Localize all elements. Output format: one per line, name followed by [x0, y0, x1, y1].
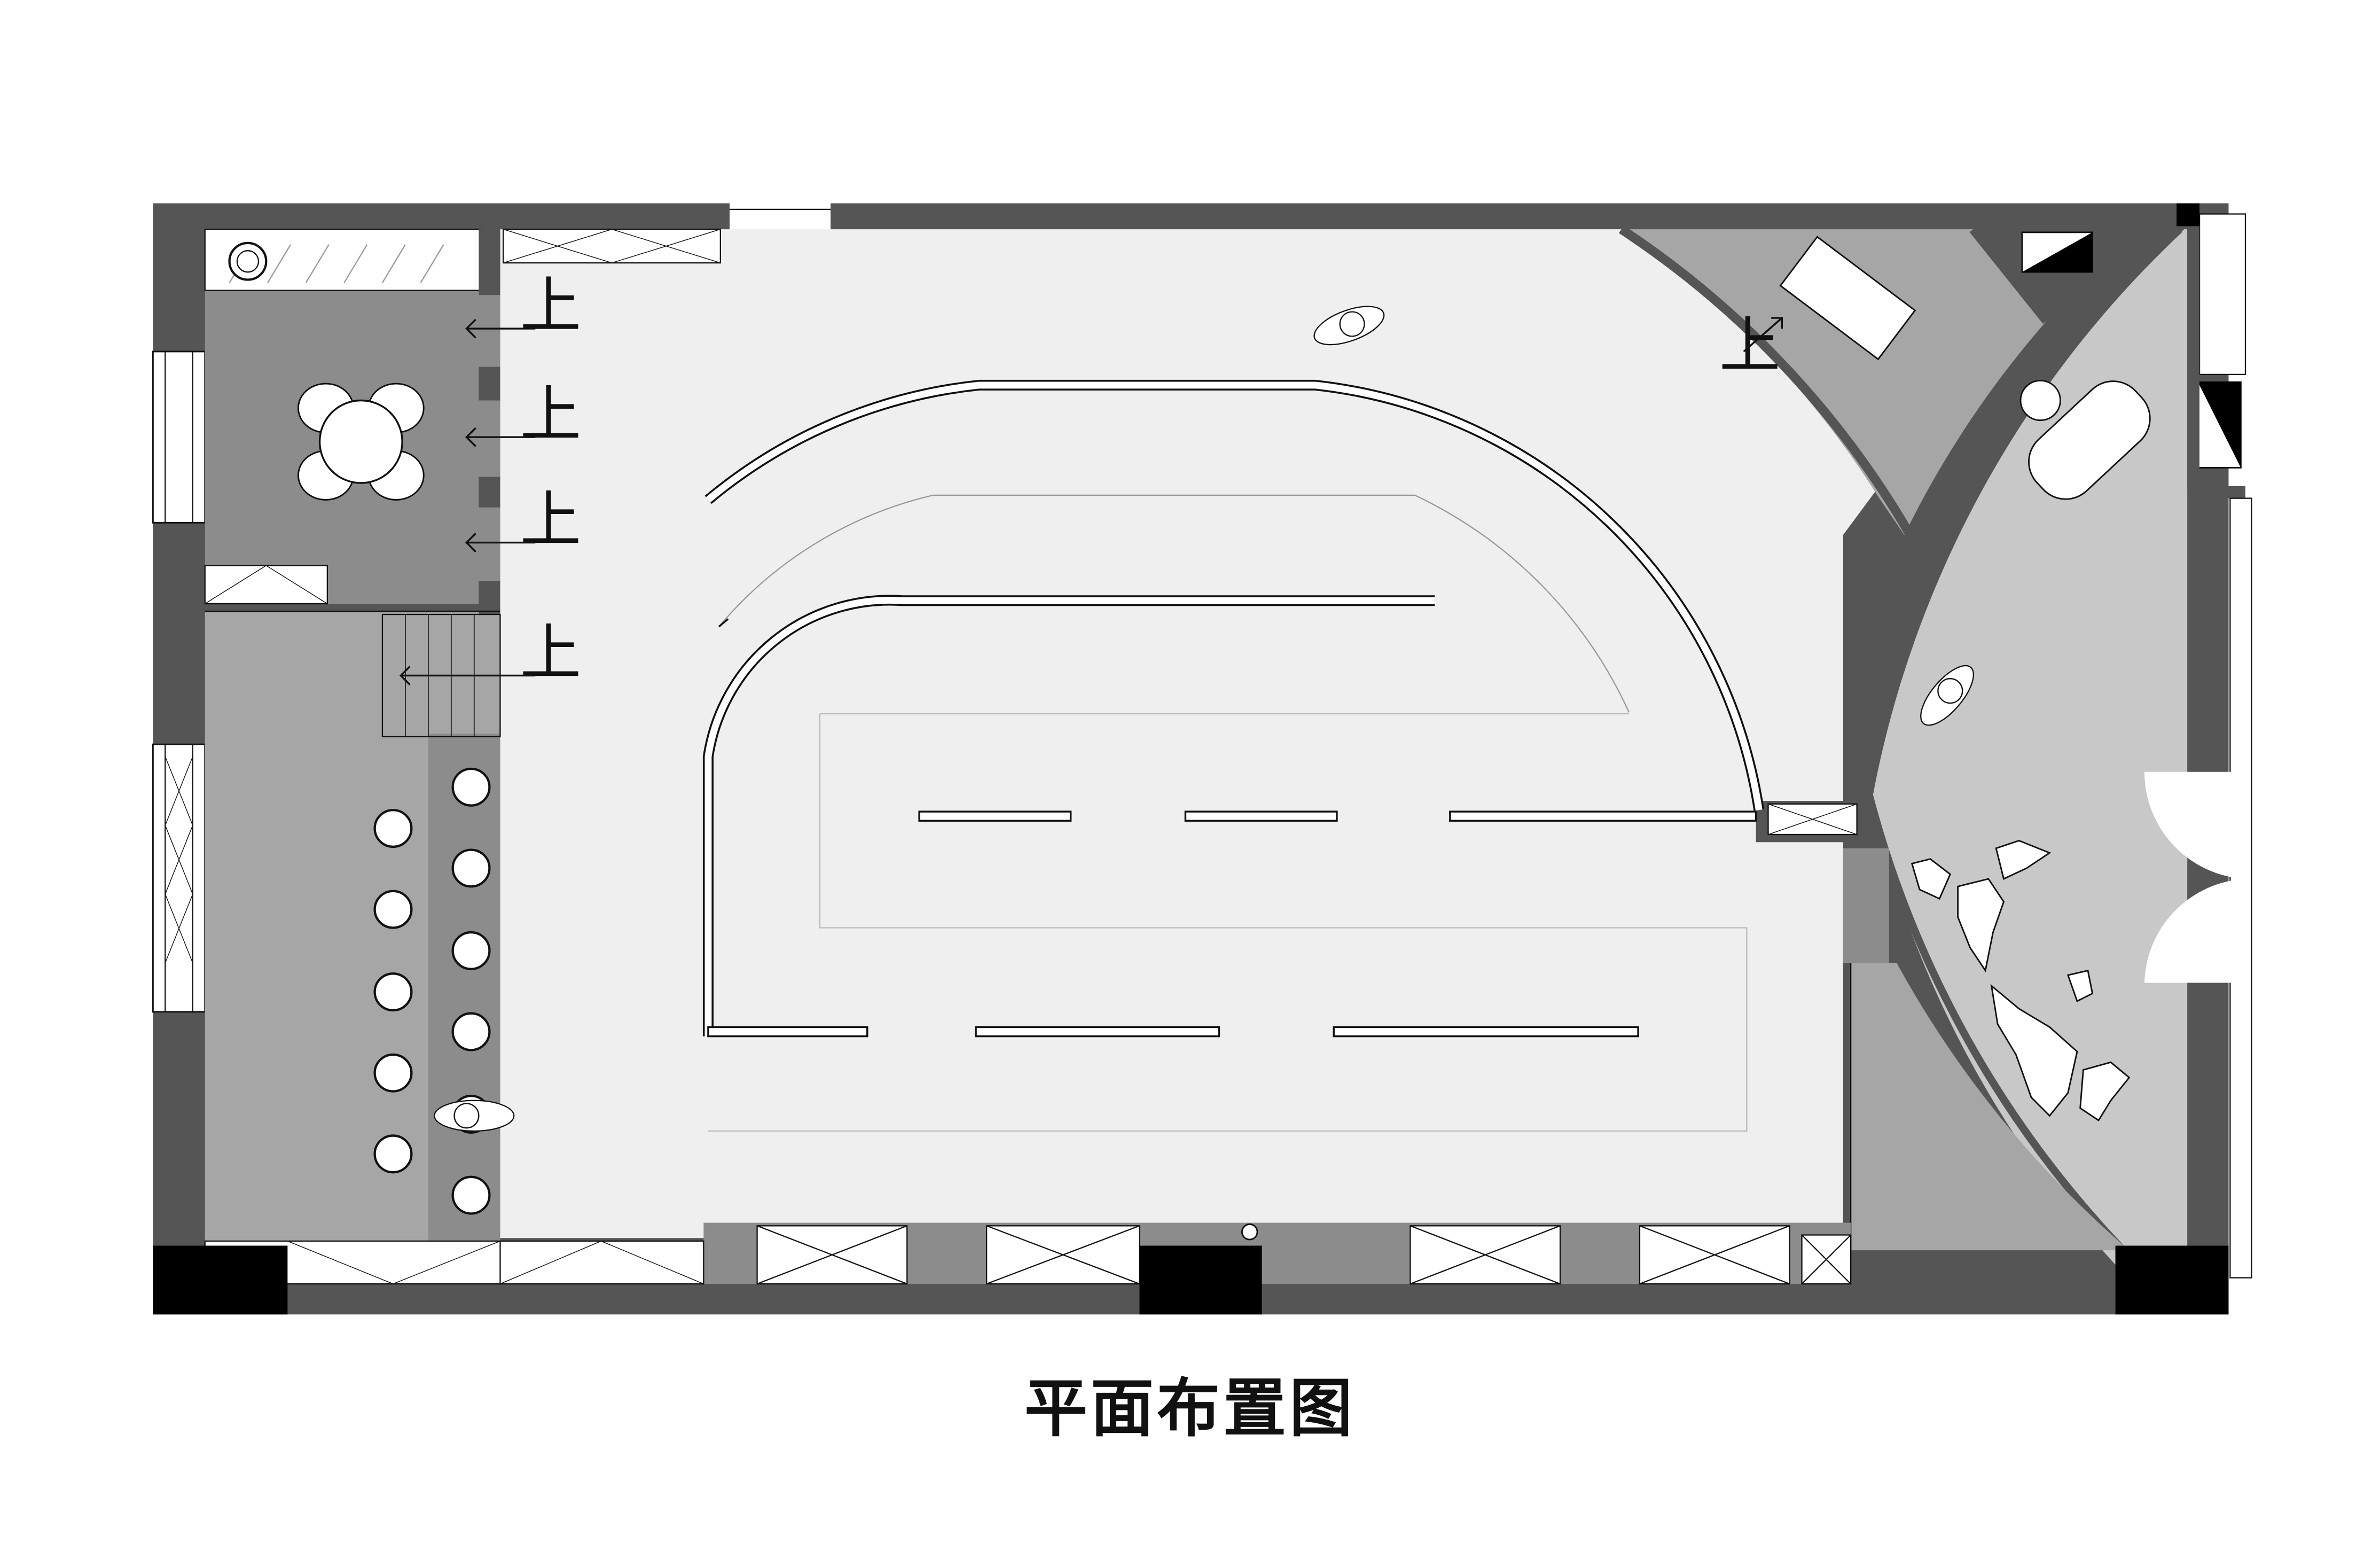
cabinet-bottom — [756, 1225, 1852, 1285]
stair-label-2: 上 — [520, 379, 582, 450]
stair-label-3: 上 — [520, 485, 582, 556]
sink-icon — [228, 241, 268, 281]
display-curves — [702, 379, 1765, 1132]
drawing-title: 平面布置图 — [1024, 1371, 1356, 1445]
display-bars — [707, 810, 1757, 1038]
structural-columns — [153, 203, 2229, 1315]
bar-stool-icon — [373, 767, 491, 1215]
stair-label-office: 上 — [1719, 311, 1781, 382]
island-display-icon — [1911, 839, 2131, 1121]
round-table-with-four-chairs-icon — [298, 383, 425, 501]
person-walking-vip — [1920, 665, 1975, 726]
cabinet-crossed-icon — [2021, 231, 2242, 469]
desk-icon — [1779, 236, 1916, 361]
main-hall-floor — [500, 229, 1900, 1238]
cabinet-top — [503, 228, 721, 264]
sofa-icon — [2019, 379, 2151, 500]
vip-lounge-floor — [1869, 229, 2188, 1276]
stair-arrow-icon — [399, 318, 536, 685]
window-left-top — [152, 350, 206, 524]
stair-label-1: 上 — [520, 271, 582, 342]
stair-arrow-office — [1743, 317, 1783, 353]
cabinet-lounge — [204, 565, 328, 605]
stair-label-4: 上 — [520, 618, 582, 689]
door-icon — [2144, 771, 2245, 983]
person-walking-icon — [434, 1100, 515, 1132]
window-left-bottom — [152, 743, 206, 1013]
bar-counter-strip — [428, 734, 500, 1241]
person-walking-hall — [1313, 306, 1385, 346]
top-door-opening — [730, 203, 831, 231]
